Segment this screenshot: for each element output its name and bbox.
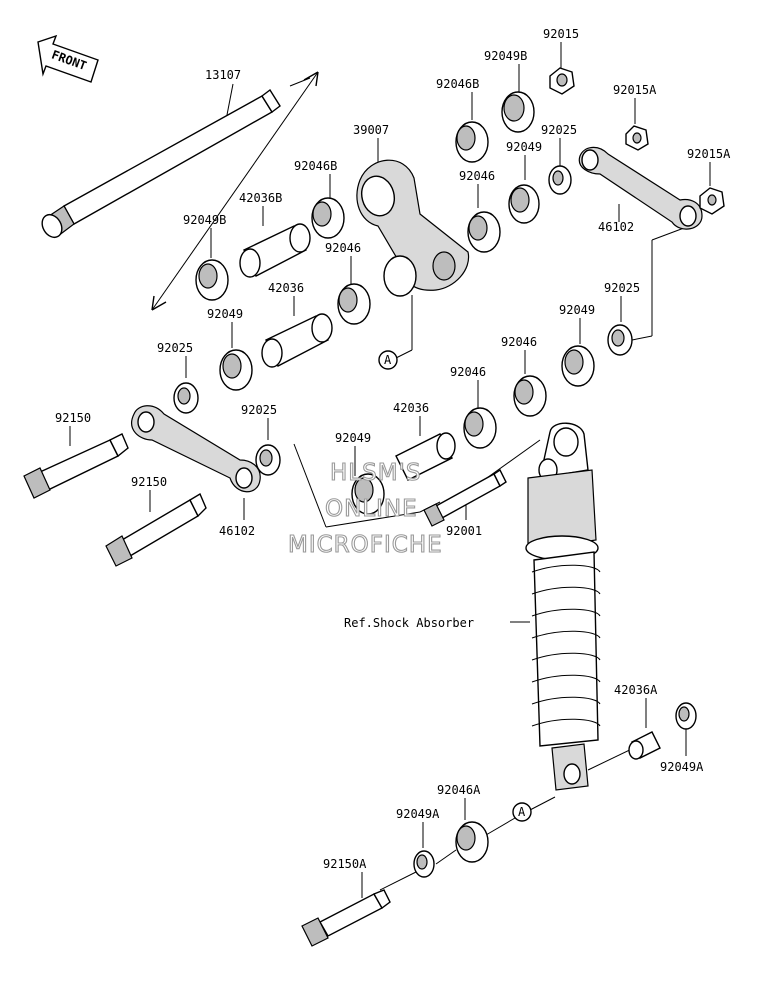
label-92001: 92001 <box>446 524 482 538</box>
assembly-lines <box>151 71 701 891</box>
seal-92049-c <box>351 473 385 515</box>
label-42036-top: 42036 <box>268 281 304 295</box>
collar-92025-r <box>607 324 633 356</box>
collar-92025-left <box>173 382 199 414</box>
seal-92049A-r <box>675 702 697 730</box>
label-92046-r2: 92046 <box>501 335 537 349</box>
callout-a-upper: A <box>378 350 398 370</box>
upper-link-46102 <box>578 146 703 230</box>
label-92049B-top: 92049B <box>484 49 527 63</box>
label-92046B-top: 92046B <box>436 77 479 91</box>
collar-42036A <box>628 731 661 760</box>
collar-42036-c <box>395 432 456 481</box>
bearing-92046-r <box>467 211 501 253</box>
bearing-92046-r2 <box>513 375 547 417</box>
label-92049-left: 92049 <box>207 307 243 321</box>
shaft-13107 <box>41 88 281 239</box>
bolt-92150-top <box>23 433 129 499</box>
rocker-arm-39007 <box>356 159 470 297</box>
label-92049A-b: 92049A <box>396 807 440 821</box>
label-42036B: 42036B <box>239 191 282 205</box>
shock-absorber <box>525 422 601 791</box>
label-92025-r: 92025 <box>604 281 640 295</box>
collar-92025-top <box>548 165 572 195</box>
front-direction-arrow: FRONT <box>37 34 99 83</box>
label-92049-r: 92049 <box>559 303 595 317</box>
label-92025-left: 92025 <box>157 341 193 355</box>
lower-link-46102 <box>131 405 261 493</box>
label-92049-top: 92049 <box>506 140 542 154</box>
callout-a-lower: A <box>512 802 532 822</box>
label-13107: 13107 <box>205 68 241 82</box>
watermark-line-3: MICROFICHE <box>288 532 443 558</box>
collar-92025-mid <box>255 444 281 476</box>
collar-42036B <box>239 223 311 278</box>
callout-a-upper-letter: A <box>384 353 392 367</box>
label-92150-top: 92150 <box>55 411 91 425</box>
label-92046A: 92046A <box>437 783 481 797</box>
label-92046-mid: 92046 <box>325 241 361 255</box>
nut-92015A-2 <box>699 187 725 215</box>
label-92025-mid: 92025 <box>241 403 277 417</box>
label-92015: 92015 <box>543 27 579 41</box>
label-92049A-r: 92049A <box>660 760 704 774</box>
label-46102-bot: 46102 <box>219 524 255 538</box>
seal-92049B-left <box>195 259 229 301</box>
label-92049B-left: 92049B <box>183 213 226 227</box>
part-labels: 13107 92015 92049B 92015A 92046B 39007 9… <box>55 27 731 871</box>
label-92025-top: 92025 <box>541 123 577 137</box>
nut-92015 <box>549 67 575 95</box>
label-42036A: 42036A <box>614 683 658 697</box>
label-92046B-mid: 92046B <box>294 159 337 173</box>
bearing-92046-c <box>463 407 497 449</box>
bolt-92150A <box>301 889 391 947</box>
seal-92049-left <box>219 349 253 391</box>
watermark-line-1: HLSM'S <box>330 460 421 486</box>
label-92015A-1: 92015A <box>613 83 657 97</box>
bolt-92001 <box>423 468 507 527</box>
label-42036-c: 42036 <box>393 401 429 415</box>
bolt-92150-bot <box>105 492 207 567</box>
label-39007: 39007 <box>353 123 389 137</box>
bearing-92046B-mid <box>311 197 345 239</box>
seal-92049B-top <box>501 91 535 133</box>
seal-92049-top <box>508 184 540 224</box>
label-92015A-2: 92015A <box>687 147 731 161</box>
bearing-92046A <box>455 821 489 863</box>
watermark: HLSM'S ONLINE MICROFICHE <box>287 459 443 558</box>
collar-42036-top <box>261 313 333 368</box>
nut-92015A-1 <box>625 125 649 151</box>
label-92150A: 92150A <box>323 857 367 871</box>
seal-92049A-b <box>413 850 435 878</box>
callout-a-lower-letter: A <box>518 805 526 819</box>
bearing-92046B-top <box>455 121 489 163</box>
seal-92049-r <box>561 345 595 387</box>
label-ref-shock-absorber: Ref.Shock Absorber <box>344 616 474 630</box>
watermark-line-2: ONLINE <box>325 496 418 522</box>
label-92046-r: 92046 <box>459 169 495 183</box>
bearing-92046-mid <box>337 283 371 325</box>
label-92049-c: 92049 <box>335 431 371 445</box>
label-leaders <box>69 42 711 898</box>
label-92150-bot: 92150 <box>131 475 167 489</box>
label-46102-top: 46102 <box>598 220 634 234</box>
label-92046-c: 92046 <box>450 365 486 379</box>
